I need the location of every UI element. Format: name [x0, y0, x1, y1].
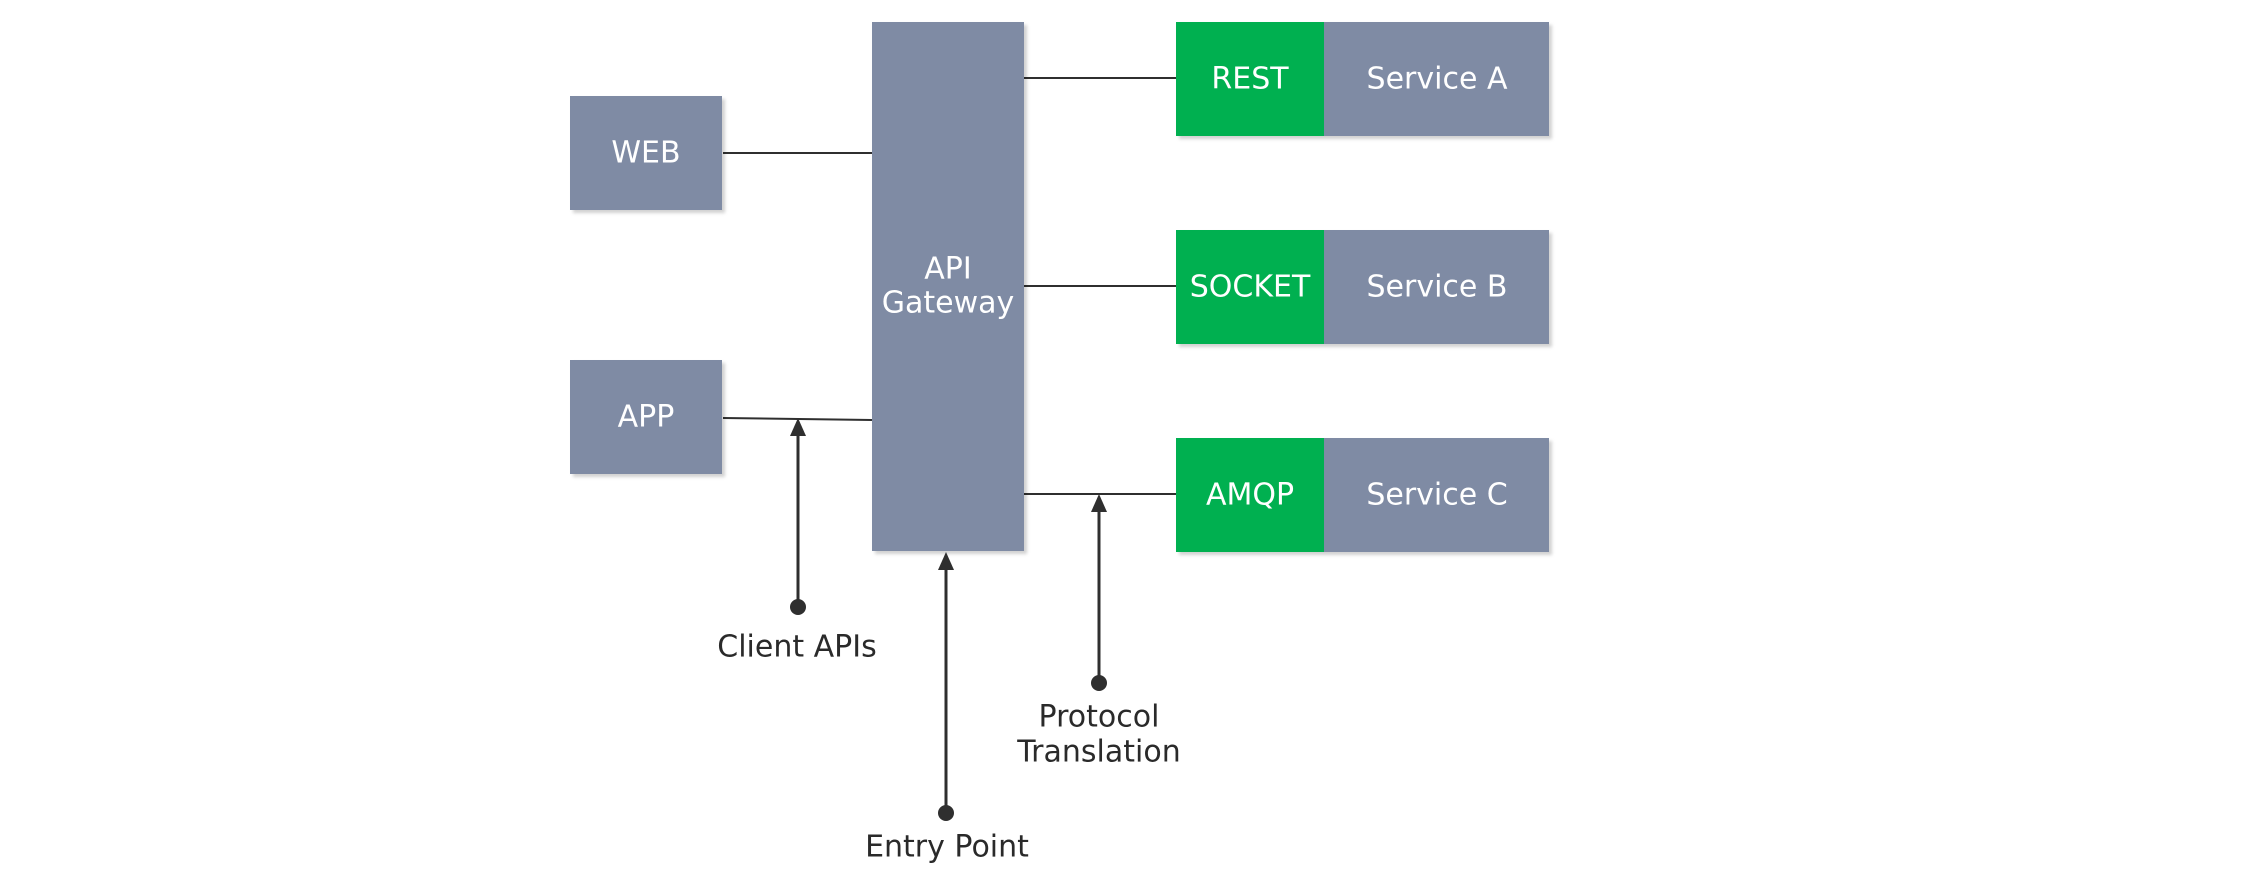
- app-client-node: APP: [570, 360, 722, 474]
- entry-point-callout: Entry Point: [865, 552, 1029, 865]
- api-gateway-box: [872, 22, 1024, 551]
- protocol-translation-arrowhead-icon: [1091, 494, 1107, 512]
- protocol-translation-anchor-dot-icon: [1091, 675, 1107, 691]
- client-apis-label: Client APIs: [717, 630, 876, 665]
- protocol-translation-label-line1: Protocol: [1039, 700, 1160, 735]
- service-b-node: SOCKET Service B: [1176, 230, 1549, 344]
- entry-point-anchor-dot-icon: [938, 805, 954, 821]
- web-client-label: WEB: [611, 136, 680, 171]
- service-a-node: REST Service A: [1176, 22, 1549, 136]
- protocol-translation-callout: Protocol Translation: [1016, 494, 1181, 770]
- app-client-label: APP: [618, 400, 675, 435]
- socket-protocol-box: [1176, 230, 1324, 344]
- rest-protocol-label: REST: [1211, 62, 1289, 97]
- app-client-box: [570, 360, 722, 474]
- service-b-label: Service B: [1367, 270, 1508, 305]
- api-gateway-label-line1: API: [924, 252, 971, 287]
- protocol-translation-label-line2: Translation: [1016, 735, 1180, 770]
- client-apis-anchor-dot-icon: [790, 599, 806, 615]
- client-apis-arrowhead-icon: [790, 418, 806, 436]
- rest-protocol-box: [1176, 22, 1324, 136]
- api-gateway-node: API Gateway: [872, 22, 1024, 551]
- web-client-node: WEB: [570, 96, 722, 210]
- service-c-label: Service C: [1366, 478, 1507, 513]
- amqp-protocol-box: [1176, 438, 1324, 552]
- service-c-node: AMQP Service C: [1176, 438, 1549, 552]
- service-a-label: Service A: [1367, 62, 1508, 97]
- entry-point-label: Entry Point: [865, 830, 1029, 865]
- entry-point-arrowhead-icon: [938, 552, 954, 570]
- api-gateway-label-line2: Gateway: [882, 286, 1015, 321]
- app-to-gateway-link: [722, 417, 873, 421]
- web-client-box: [570, 96, 722, 210]
- socket-protocol-label: SOCKET: [1190, 270, 1311, 305]
- amqp-protocol-label: AMQP: [1206, 478, 1294, 513]
- client-apis-callout: Client APIs: [717, 418, 877, 665]
